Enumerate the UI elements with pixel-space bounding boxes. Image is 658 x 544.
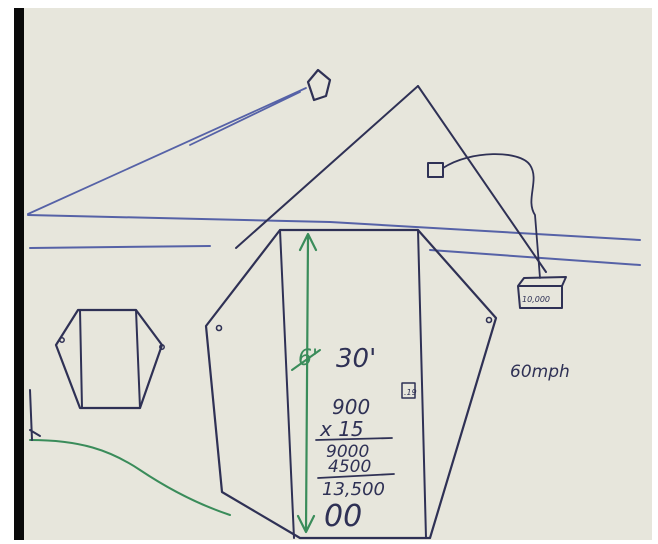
kite-eyelet-left bbox=[215, 324, 223, 332]
triangle-right-line bbox=[417, 85, 547, 273]
math-line-6: 00 bbox=[324, 499, 362, 534]
math-line-2: x 15 bbox=[319, 417, 364, 441]
board-frame-left bbox=[14, 8, 24, 540]
math-underline-1 bbox=[315, 437, 393, 441]
large-kite-spar-left bbox=[279, 229, 295, 539]
left-edge-mark bbox=[29, 389, 41, 441]
speed-label: 60mph bbox=[510, 362, 570, 382]
large-kite-outline bbox=[204, 228, 498, 540]
weight-label: 10,000 bbox=[522, 295, 550, 304]
height-new-label: 30' bbox=[336, 344, 376, 374]
math-line-5: 13,500 bbox=[322, 479, 385, 500]
kite-string-line bbox=[27, 87, 307, 215]
math-line-1: 900 bbox=[332, 395, 370, 419]
green-slope-line bbox=[29, 439, 231, 516]
wavy-string-line bbox=[442, 153, 541, 279]
small-box-sketch bbox=[427, 162, 444, 178]
small-kite-eyelet-right bbox=[159, 344, 165, 350]
weight-box-sketch bbox=[517, 276, 567, 309]
height-arrow bbox=[296, 232, 318, 534]
small-kite-spars bbox=[79, 309, 141, 409]
small-kite-sketch bbox=[306, 68, 332, 102]
strike-through-6 bbox=[291, 349, 321, 371]
note-label: .19 bbox=[404, 388, 417, 397]
math-line-3: 9000 bbox=[326, 442, 369, 462]
large-kite-spar-right bbox=[417, 229, 427, 539]
note-box bbox=[401, 382, 416, 399]
math-line-4: 4500 bbox=[328, 457, 371, 477]
height-old-label: 6' bbox=[298, 346, 318, 371]
triangle-left-line bbox=[235, 85, 419, 249]
whiteboard-surface bbox=[22, 8, 652, 540]
kite-eyelet-right bbox=[485, 316, 493, 324]
small-kite-eyelet-left bbox=[59, 337, 65, 343]
math-underline-2 bbox=[317, 473, 395, 479]
